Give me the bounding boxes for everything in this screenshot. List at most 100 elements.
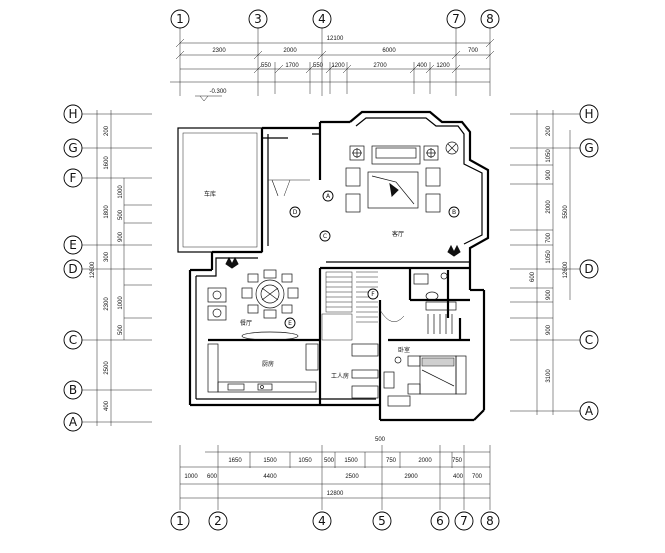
- grid-top-3: 4: [318, 12, 326, 26]
- right-seg-4: 2000: [546, 200, 552, 214]
- dining-furniture: [207, 256, 299, 341]
- left-inner-2: 500: [118, 209, 124, 220]
- bottom-row2-3: 4400: [263, 474, 277, 480]
- room-label-bedroom: 卧室: [398, 346, 410, 354]
- room-label-dining: 餐厅: [240, 319, 252, 327]
- bottom-row2-6: 400: [453, 474, 464, 480]
- marker-B: B: [452, 209, 456, 216]
- bottom-row2-7: 700: [472, 474, 483, 480]
- bottom-dim-8: 750: [452, 458, 463, 464]
- level-mark: -0.300: [195, 89, 227, 102]
- grid-top-1: 1: [176, 12, 184, 26]
- top-sub-7: 1200: [436, 63, 450, 69]
- grid-bottom-8: 8: [486, 514, 494, 528]
- right-mid-dim: 5500: [563, 205, 569, 219]
- bottom-dim-1: 1650: [228, 458, 242, 464]
- grid-bubbles-top: 1 3 4 7 8: [170, 9, 500, 29]
- bottom-dim-6: 750: [386, 458, 397, 464]
- left-seg-6: 2500: [104, 361, 110, 375]
- top-dim-4: 700: [468, 48, 479, 54]
- garage-door: [268, 179, 310, 197]
- top-dim-1: 2300: [212, 48, 226, 54]
- right-seg-2: 1050: [546, 149, 552, 163]
- right-seg-9: 3100: [546, 369, 552, 383]
- top-dimension-lines: [170, 38, 495, 94]
- room-label-kitchen: 厨房: [262, 360, 274, 368]
- grid-left-D: D: [68, 262, 77, 276]
- room-label-maid: 工人房: [331, 372, 349, 380]
- bottom-side-dim: 500: [375, 437, 386, 443]
- bottom-overall-dim: 12800: [327, 491, 344, 497]
- right-seg-5: 700: [546, 232, 552, 243]
- bottom-row2-4: 2500: [345, 474, 359, 480]
- right-seg-1: 200: [546, 125, 552, 136]
- top-dim-3: 6000: [382, 48, 396, 54]
- grid-left-H: H: [68, 107, 77, 121]
- grid-bubbles-left: H G F E D C B A: [63, 104, 83, 432]
- left-seg-1: 200: [104, 125, 110, 136]
- grid-bottom-6: 6: [436, 514, 444, 528]
- grid-lines-bottom: [179, 445, 491, 510]
- grid-bubbles-right: H G D C A: [579, 104, 599, 421]
- grid-left-G: G: [68, 141, 77, 155]
- right-seg-8: 900: [546, 324, 552, 335]
- grid-bottom-7: 7: [460, 514, 468, 528]
- right-outer-dim: 12600: [563, 261, 569, 278]
- bathroom-fixtures: [413, 272, 457, 334]
- grid-right-H: H: [584, 107, 593, 121]
- grid-right-C: C: [585, 333, 593, 347]
- grid-bottom-2: 2: [214, 514, 222, 528]
- right-extra-dim: 600: [530, 271, 536, 282]
- left-inner-5: 500: [118, 324, 124, 335]
- grid-lines-left: [82, 110, 152, 426]
- grid-top-2: 3: [254, 12, 262, 26]
- bottom-row2-1: 1000: [184, 474, 198, 480]
- right-seg-7: 900: [546, 289, 552, 300]
- top-dim-2: 2000: [283, 48, 297, 54]
- marker-C: C: [323, 233, 327, 240]
- top-sub-1: 550: [261, 63, 272, 69]
- top-sub-3: 550: [313, 63, 324, 69]
- svg-text:-0.300: -0.300: [209, 89, 227, 95]
- bottom-dim-7: 2000: [418, 458, 432, 464]
- left-inner-3: 900: [118, 231, 124, 242]
- left-inner-1: 1000: [118, 185, 124, 199]
- living-room-furniture: [345, 141, 461, 257]
- index-markers: A D C B E F: [284, 190, 460, 329]
- grid-left-A: A: [69, 415, 78, 429]
- left-seg-3: 1800: [104, 205, 110, 219]
- exterior-walls: [177, 110, 490, 422]
- marker-E: E: [288, 320, 292, 327]
- marker-F: F: [371, 291, 375, 298]
- grid-right-D: D: [584, 262, 593, 276]
- kitchen-furniture: [207, 343, 319, 393]
- bottom-dim-3: 1050: [298, 458, 312, 464]
- grid-right-G: G: [584, 141, 593, 155]
- top-overall-dim: 12100: [327, 36, 344, 42]
- grid-bottom-1: 1: [176, 514, 184, 528]
- top-sub-4: 1200: [331, 63, 345, 69]
- grid-lines-right: [510, 110, 580, 415]
- left-seg-7: 400: [104, 400, 110, 411]
- right-seg-6: 1050: [546, 250, 552, 264]
- top-sub-6: 400: [417, 63, 428, 69]
- grid-lines-top: [179, 28, 491, 96]
- room-label-living: 客厅: [392, 230, 404, 238]
- grid-right-A: A: [585, 404, 594, 418]
- grid-top-4: 7: [452, 12, 460, 26]
- grid-bottom-4: 4: [318, 514, 326, 528]
- grid-left-F: F: [70, 171, 77, 185]
- room-label-garage: 车库: [204, 190, 216, 198]
- marker-A: A: [326, 193, 331, 200]
- staircase: [321, 271, 405, 341]
- bottom-dim-4: 500: [324, 458, 335, 464]
- grid-bottom-5: 5: [378, 514, 386, 528]
- right-seg-3: 900: [546, 169, 552, 180]
- bottom-dim-2: 1500: [263, 458, 277, 464]
- left-seg-5: 2300: [104, 297, 110, 311]
- grid-left-C: C: [69, 333, 77, 347]
- left-seg-4: 300: [104, 251, 110, 262]
- top-sub-5: 2700: [373, 63, 387, 69]
- left-seg-2: 1600: [104, 156, 110, 170]
